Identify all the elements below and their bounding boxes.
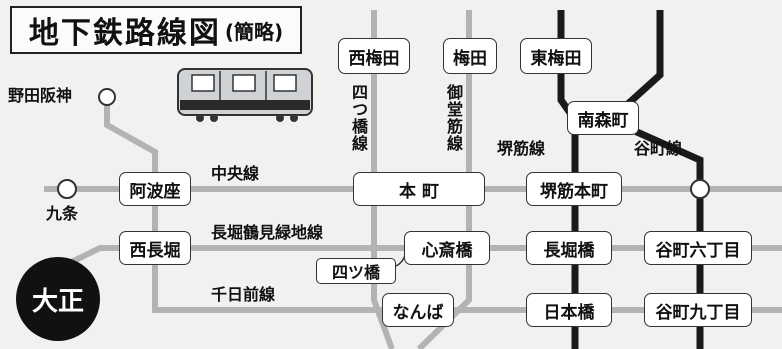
station-taisho-badge: 大正 (16, 257, 100, 341)
station-awaza: 阿波座 (119, 172, 191, 206)
yotsubashi-line (371, 10, 395, 349)
station-nagahoribashi: 長堀橋 (526, 231, 612, 265)
label-chuo-line: 中央線 (211, 164, 260, 183)
label-tanimachi-line: 谷町線 (634, 139, 683, 158)
label-nagahori-line: 長堀鶴見緑地線 (211, 223, 324, 242)
station-honmachi: 本 町 (353, 172, 485, 206)
station-tanimachi-9: 谷町九丁目 (644, 293, 752, 327)
station-minami-morimachi: 南森町 (567, 101, 639, 135)
station-nishi-umeda: 西梅田 (338, 38, 410, 74)
label-yotsubashi-line: 四つ橋線 (349, 84, 368, 152)
station-umeda: 梅田 (443, 38, 497, 74)
station-shinsaibashi: 心斎橋 (404, 231, 490, 265)
label-sakaisuji-line: 堺筋線 (497, 139, 546, 158)
station-sakaisuji-honmachi: 堺筋本町 (526, 172, 622, 206)
label-noda-hanshin: 野田阪神 (8, 86, 73, 105)
station-nishi-nagahori: 西長堀 (119, 231, 191, 265)
station-yotsubashi: 四ツ橋 (316, 258, 396, 284)
title-sub: (簡略) (224, 19, 284, 44)
kujo-circle-icon (57, 179, 77, 199)
label-sennichimae-line: 千日前線 (211, 285, 276, 304)
train-icon (177, 68, 313, 122)
tanimachi-4-transfer-circle-icon (690, 179, 710, 199)
station-tanimachi-6: 谷町六丁目 (644, 231, 752, 265)
midosuji-line (416, 10, 472, 349)
station-namba: なんば (382, 293, 454, 327)
label-kujo: 九条 (46, 204, 79, 223)
map-title: 地下鉄路線図 (簡略) (10, 6, 302, 54)
title-main: 地下鉄路線図 (28, 16, 221, 51)
label-midosuji-line: 御堂筋線 (444, 84, 463, 152)
station-higashi-umeda: 東梅田 (520, 38, 592, 74)
station-nippombashi: 日本橋 (526, 293, 612, 327)
noda-hanshin-circle-icon (98, 88, 116, 106)
